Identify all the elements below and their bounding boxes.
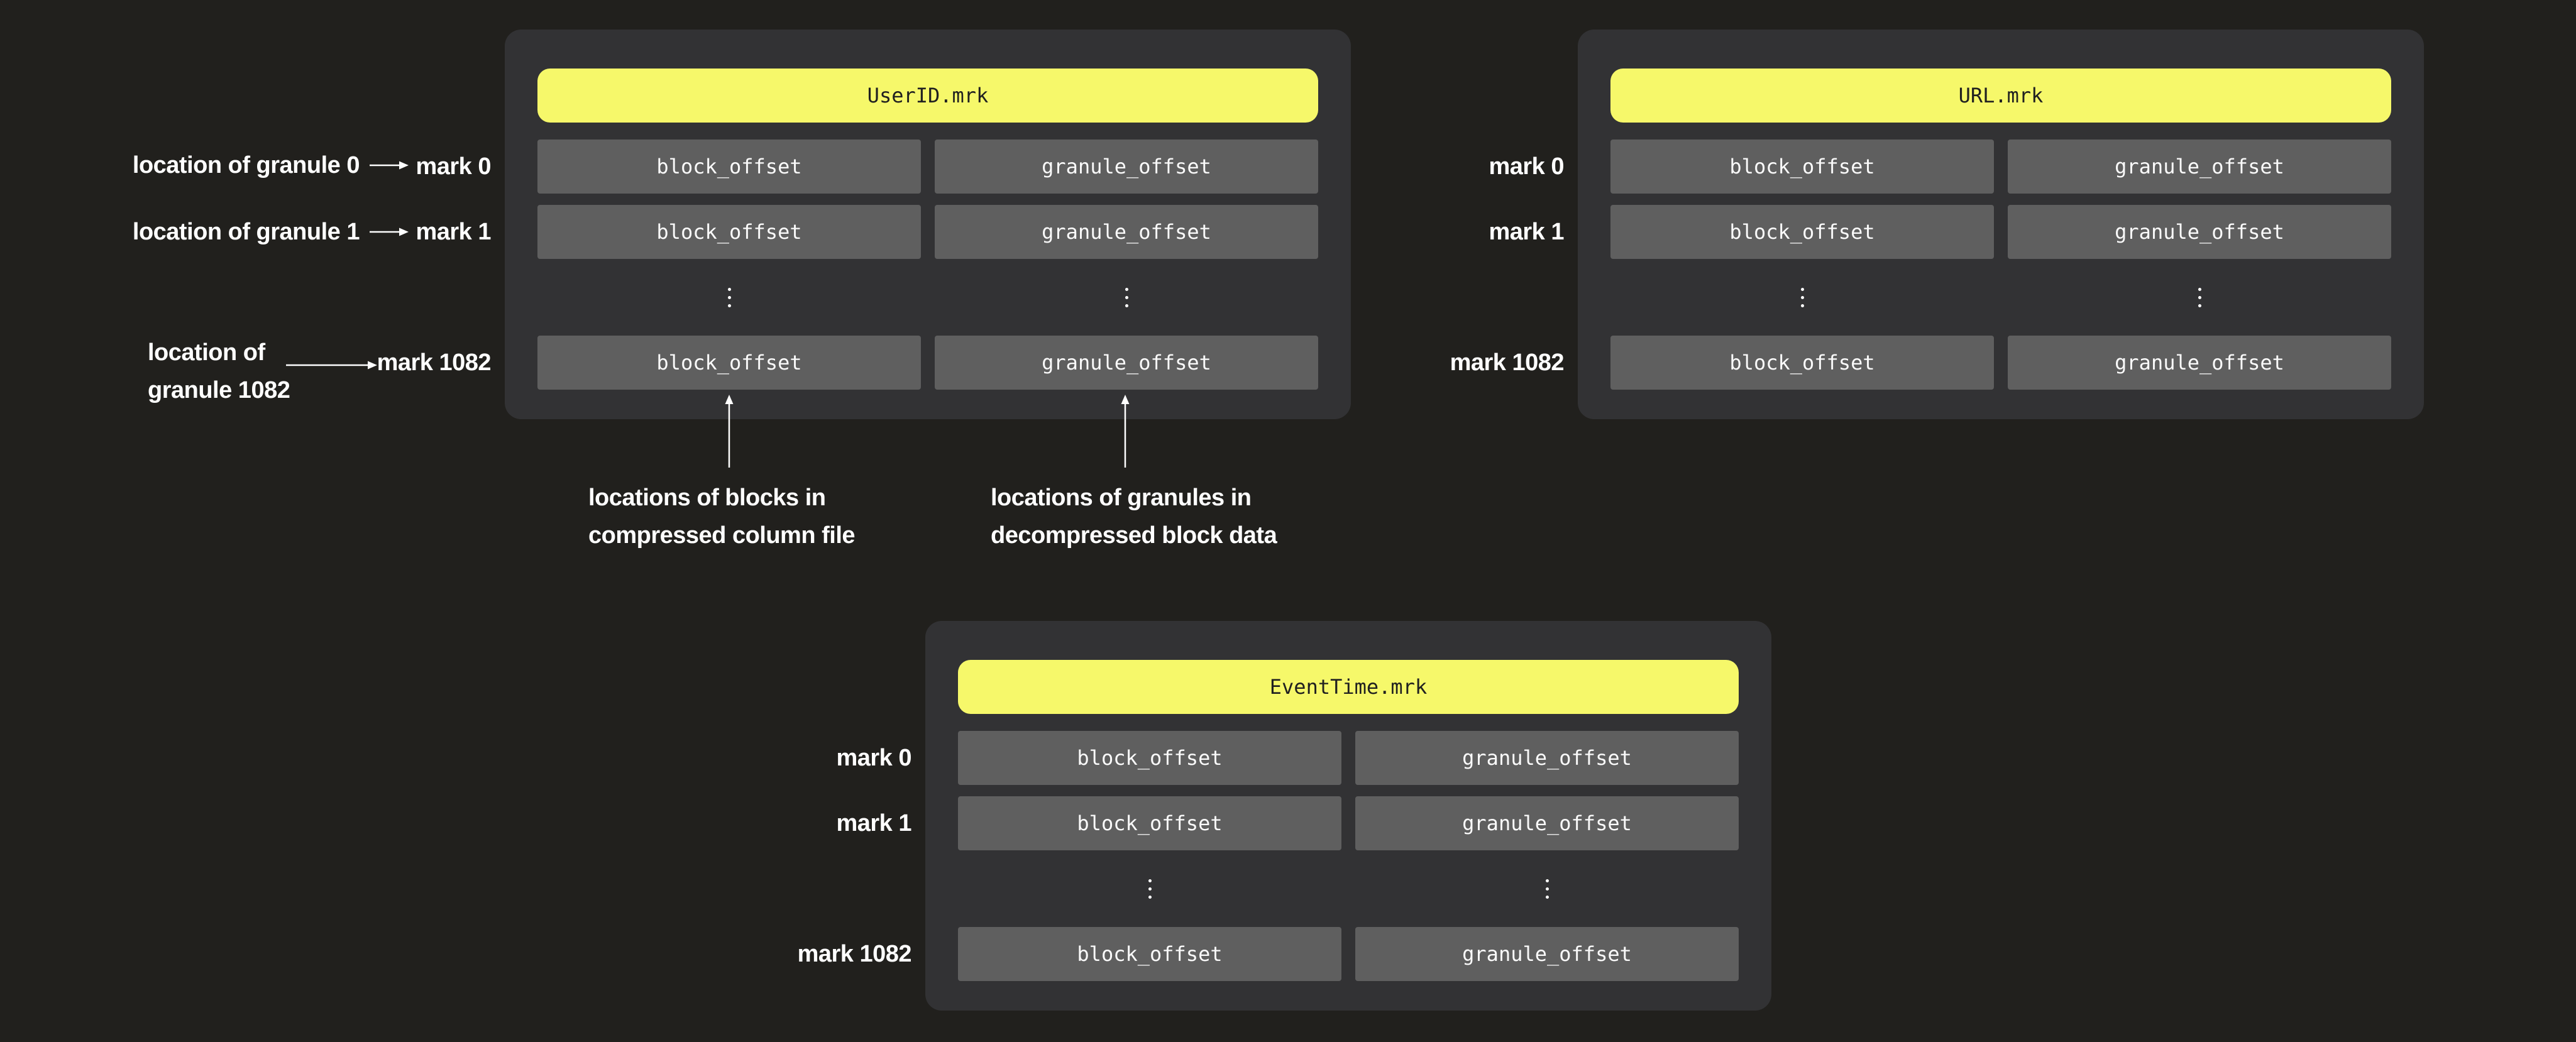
block-offset-cell: block_offset [537, 336, 921, 390]
mark-0-label: mark 0 [1489, 153, 1564, 180]
arrow-up-icon [725, 395, 734, 468]
annotation-location-granule-0: location of granule 0 [132, 152, 360, 178]
granule-offset-cell: granule_offset [935, 140, 1318, 194]
vertical-ellipsis-icon [935, 288, 1318, 307]
annotation-block-offset-meaning: locations of blocks in compressed column… [588, 479, 856, 554]
block-offset-cell: block_offset [958, 796, 1341, 850]
block-offset-cell: block_offset [958, 927, 1341, 981]
block-offset-cell: block_offset [1610, 205, 1994, 259]
mark-0-label: mark 0 [416, 153, 491, 180]
vertical-ellipsis-icon [1355, 879, 1739, 899]
mark-1-label: mark 1 [1489, 219, 1564, 245]
vertical-ellipsis-icon [537, 288, 921, 307]
annotation-line: compressed column file [588, 522, 856, 549]
granule-offset-cell: granule_offset [935, 336, 1318, 390]
granule-offset-cell: granule_offset [1355, 731, 1739, 785]
arrow-right-icon [370, 161, 409, 170]
granule-offset-cell: granule_offset [2008, 140, 2391, 194]
file-title-eventtime: EventTime.mrk [958, 660, 1739, 714]
granule-offset-cell: granule_offset [2008, 336, 2391, 390]
panel-userid-mrk: mark 0 mark 1 mark 1082 UserID.mrk block… [377, 30, 1351, 419]
mark-1082-label: mark 1082 [1450, 349, 1565, 376]
annotation-line: locations of blocks in [588, 485, 826, 511]
mark-1-label: mark 1 [836, 810, 911, 836]
arrow-right-icon [370, 228, 409, 236]
granule-offset-cell: granule_offset [935, 205, 1318, 259]
panel-eventtime-mrk: mark 0 mark 1 mark 1082 EventTime.mrk bl… [798, 621, 1771, 1011]
block-offset-cell: block_offset [1610, 336, 1994, 390]
mark-1082-label: mark 1082 [797, 941, 912, 967]
annotation-line: decompressed block data [991, 522, 1277, 549]
annotation-line: locations of granules in [991, 485, 1252, 511]
block-offset-cell: block_offset [1610, 140, 1994, 194]
arrow-up-icon [1121, 395, 1130, 468]
granule-offset-cell: granule_offset [1355, 796, 1739, 850]
mark-1082-label: mark 1082 [377, 349, 492, 376]
block-offset-cell: block_offset [537, 205, 921, 259]
granule-offset-cell: granule_offset [1355, 927, 1739, 981]
vertical-ellipsis-icon [958, 879, 1341, 899]
vertical-ellipsis-icon [1610, 288, 1994, 307]
arrow-right-icon [286, 361, 377, 370]
annotation-line: location of [148, 339, 265, 366]
block-offset-cell: block_offset [958, 731, 1341, 785]
panel-url-mrk: mark 0 mark 1 mark 1082 URL.mrk block_of… [1450, 30, 2424, 419]
annotation-location-granule-1: location of granule 1 [132, 219, 360, 245]
annotation-location-granule-1082: location of granule 1082 [148, 334, 290, 409]
file-title-userid: UserID.mrk [537, 69, 1318, 123]
mark-0-label: mark 0 [836, 745, 911, 771]
block-offset-cell: block_offset [537, 140, 921, 194]
mark-1-label: mark 1 [416, 219, 491, 245]
file-title-url: URL.mrk [1610, 69, 2391, 123]
granule-offset-cell: granule_offset [2008, 205, 2391, 259]
annotation-line: granule 1082 [148, 377, 290, 403]
annotation-granule-offset-meaning: locations of granules in decompressed bl… [991, 479, 1277, 554]
vertical-ellipsis-icon [2008, 288, 2391, 307]
